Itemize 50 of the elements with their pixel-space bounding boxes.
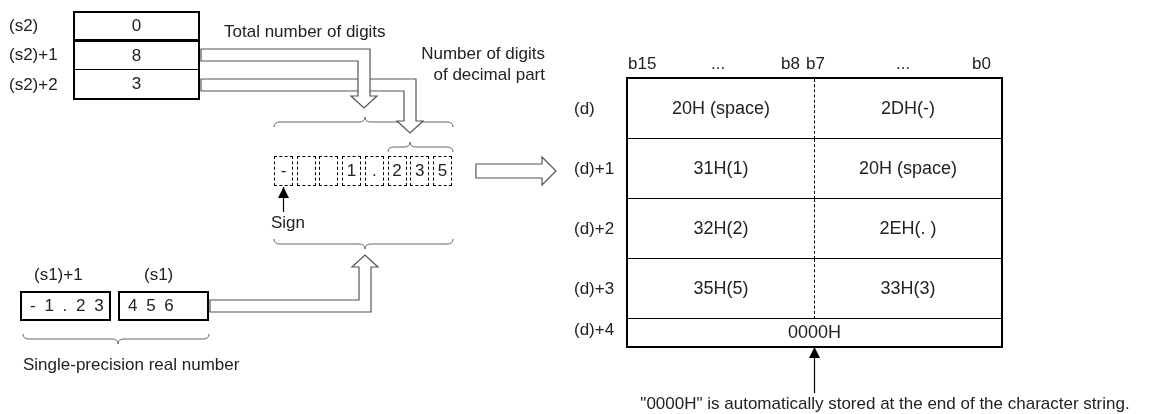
address-label: (d)+2 xyxy=(574,219,615,239)
bit-label: b7 xyxy=(806,54,825,74)
digit-slot: 2 xyxy=(387,156,407,186)
address-label: (s1)+1 xyxy=(34,265,83,285)
register-value: 20H (space) xyxy=(815,139,1001,199)
note-text: "0000H" is automatically stored at the end of the character string. xyxy=(612,393,1158,414)
digit-slot: 1 xyxy=(342,156,362,186)
address-label: (d)+4 xyxy=(574,320,615,340)
address-label: (s1) xyxy=(144,265,174,285)
register-value: 33H(3) xyxy=(815,259,1001,319)
caption-text: Single-precision real number xyxy=(23,355,240,375)
register-value: 8 xyxy=(73,40,200,70)
digit-slot xyxy=(319,156,339,186)
heading-text: Total number of digits xyxy=(224,22,386,42)
bit-label: b8 xyxy=(781,54,800,74)
heading-text: Number of digits of decimal part xyxy=(420,43,545,85)
real-number-lower-word: 4 5 6 xyxy=(118,291,209,321)
register-value: 20H (space) xyxy=(628,79,815,139)
register-value: 0 xyxy=(73,11,200,40)
sign-text: Sign xyxy=(266,212,310,234)
register-value: 31H(1) xyxy=(628,139,815,199)
real-number-upper-word: - 1 . 2 3 xyxy=(20,291,111,321)
block-arrow xyxy=(209,254,380,313)
block-arrow xyxy=(200,78,425,134)
arrow xyxy=(809,346,820,394)
digit-slot: 3 xyxy=(410,156,430,186)
address-label: (d)+3 xyxy=(574,279,615,299)
bit-label: ... xyxy=(711,54,726,74)
block-arrow xyxy=(200,48,379,109)
digit-slot xyxy=(296,156,316,186)
arrow xyxy=(278,186,289,213)
digit-slot: - xyxy=(274,156,293,186)
digit-slot: 5 xyxy=(432,156,452,186)
address-label: (s2) xyxy=(9,15,39,36)
register-value: 32H(2) xyxy=(628,199,815,259)
address-label: (d) xyxy=(574,99,595,119)
memory-table xyxy=(626,77,1003,348)
address-label: (s2)+1 xyxy=(9,45,58,65)
register-value: 35H(5) xyxy=(628,259,815,319)
register-value: 3 xyxy=(73,70,200,100)
bit-label: ... xyxy=(896,54,911,74)
bit-label: b15 xyxy=(628,54,657,74)
register-value: 2DH(-) xyxy=(815,79,1001,139)
register-value: 2EH(. ) xyxy=(815,199,1001,259)
address-label: (s2)+2 xyxy=(9,75,58,95)
digit-slot: . xyxy=(364,156,384,186)
block-arrow xyxy=(475,155,557,187)
register-value: 0000H xyxy=(628,319,1001,346)
address-label: (d)+1 xyxy=(574,159,615,179)
bit-label: b0 xyxy=(972,54,991,74)
